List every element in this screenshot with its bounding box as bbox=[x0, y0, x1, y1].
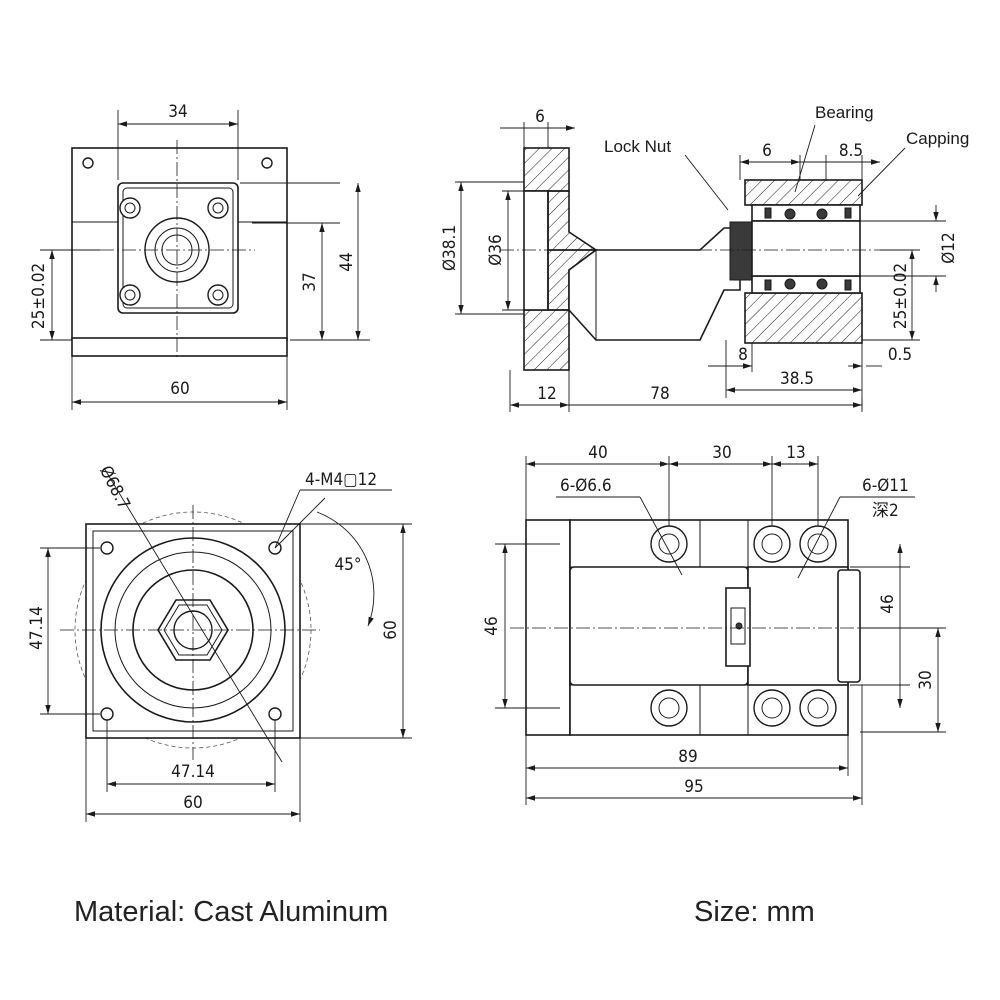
front-view-top-left: 34 37 44 25±0.02 60 bbox=[29, 102, 370, 410]
dim-37: 37 bbox=[300, 272, 320, 291]
dim-60-horiz: 60 bbox=[183, 793, 202, 813]
dim-12: 12 bbox=[537, 384, 556, 404]
dim-depth-2: 深2 bbox=[872, 501, 899, 521]
dim-44: 44 bbox=[337, 252, 357, 271]
dim-40: 40 bbox=[588, 443, 607, 463]
dim-47-14-horiz: 47.14 bbox=[171, 762, 215, 782]
section-view-top-right: 6 Ø38.1 Ø36 6 8.5 Ø12 25±0.02 8 0.5 bbox=[440, 103, 969, 412]
dim-6-bearing: 6 bbox=[762, 141, 772, 161]
dim-6-dia-11: 6-Ø11 bbox=[862, 476, 909, 496]
dim-89: 89 bbox=[678, 747, 697, 767]
dim-78: 78 bbox=[650, 384, 669, 404]
dim-38-5: 38.5 bbox=[780, 369, 814, 389]
dim-34: 34 bbox=[168, 102, 187, 122]
dim-46-right: 46 bbox=[878, 594, 898, 613]
material-note: Material: Cast Aluminum bbox=[74, 896, 389, 928]
dim-dia-38-1: Ø38.1 bbox=[440, 225, 460, 271]
size-unit-note: Size: mm bbox=[694, 896, 815, 928]
dim-95: 95 bbox=[684, 777, 703, 797]
dim-0-5: 0.5 bbox=[888, 345, 912, 365]
dim-dia-36: Ø36 bbox=[486, 234, 506, 266]
dim-4-m4: 4-M4▢12 bbox=[305, 470, 377, 490]
dim-60-top: 60 bbox=[170, 379, 189, 399]
dim-25-tol-right: 25±0.02 bbox=[891, 263, 911, 329]
dim-dia-68-7: Ø68.7 bbox=[95, 463, 134, 513]
top-view-bottom-right: 40 30 13 6-Ø6.6 6-Ø11 深2 46 46 30 89 95 bbox=[482, 443, 946, 805]
end-view-bottom-left: Ø68.7 4-M4▢12 45° 47.14 60 47.14 60 bbox=[27, 463, 412, 822]
dim-6-flange: 6 bbox=[535, 107, 545, 127]
dim-47-14-vert: 47.14 bbox=[27, 606, 47, 650]
callout-capping: Capping bbox=[906, 129, 969, 148]
dim-45-deg: 45° bbox=[334, 555, 361, 575]
dim-30-vert: 30 bbox=[916, 670, 936, 689]
dim-8-5: 8.5 bbox=[839, 141, 863, 161]
dim-8: 8 bbox=[738, 345, 748, 365]
callout-bearing: Bearing bbox=[815, 103, 874, 122]
dim-46-left: 46 bbox=[482, 616, 502, 635]
dim-30: 30 bbox=[712, 443, 731, 463]
dim-25-tol: 25±0.02 bbox=[29, 263, 49, 329]
dim-6-dia-6-6: 6-Ø6.6 bbox=[560, 476, 612, 496]
dim-dia-12: Ø12 bbox=[939, 232, 959, 264]
dim-13: 13 bbox=[786, 443, 805, 463]
dim-60-vert: 60 bbox=[381, 620, 401, 639]
callout-lock-nut: Lock Nut bbox=[604, 137, 671, 156]
